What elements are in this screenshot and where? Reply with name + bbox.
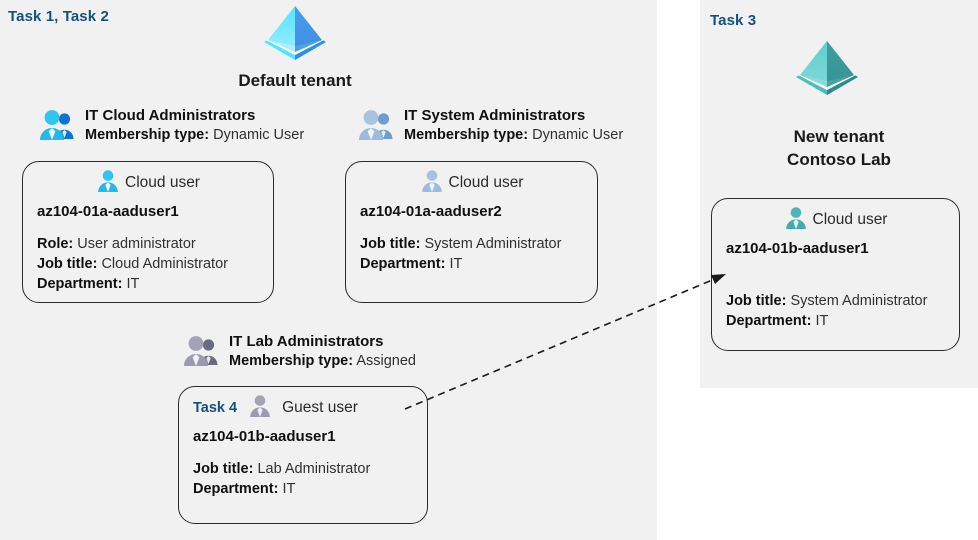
attr-value: IT	[282, 481, 296, 497]
task-label-3: Task 3	[710, 12, 757, 29]
membership-type-label: Membership type:	[85, 127, 210, 144]
group-users-icon-cyan	[38, 109, 78, 146]
cloud-user-icon-cyan	[96, 169, 120, 198]
group-membership-type: Membership type: Assigned	[229, 352, 416, 372]
membership-type-label: Membership type:	[404, 127, 529, 144]
attr-value: IT	[815, 313, 829, 329]
group-title: IT Cloud Administrators	[85, 107, 256, 124]
azure-ad-tenant-icon-teal	[796, 41, 858, 95]
card-user-header: Cloud user	[712, 206, 959, 235]
membership-type-label: Membership type:	[229, 353, 354, 370]
card-user-type: Cloud user	[448, 174, 524, 191]
attr-job-title: Job title: Lab Administrator	[193, 459, 427, 479]
attr-label: Department:	[726, 313, 812, 329]
group-it-cloud-administrators: IT Cloud Administrators Membership type:…	[38, 106, 304, 146]
task-label-4: Task 4	[193, 400, 238, 416]
membership-type-value: Dynamic User	[213, 127, 305, 144]
attr-label: Job title:	[726, 293, 787, 309]
group-membership-type: Membership type: Dynamic User	[404, 126, 623, 146]
default-tenant-name: Default tenant	[238, 71, 352, 90]
card-user-type: Cloud user	[812, 211, 888, 228]
guest-user-icon-grey	[248, 394, 272, 423]
attr-label: Department:	[360, 256, 446, 272]
attr-label: Job title:	[360, 236, 421, 252]
membership-type-value: Assigned	[356, 353, 416, 370]
card-user-type: Cloud user	[125, 174, 200, 191]
card-user-header: Cloud user	[23, 169, 273, 198]
attr-label: Job title:	[37, 256, 98, 272]
card-attributes: Job title: Lab Administrator Department:…	[193, 459, 427, 499]
card-attributes: Job title: System Administrator Departme…	[360, 234, 597, 274]
attr-label: Department:	[193, 481, 279, 497]
attr-role: Role: User administrator	[37, 234, 273, 254]
azure-ad-tenant-icon-blue	[264, 6, 326, 60]
group-it-lab-administrators: IT Lab Administrators Membership type: A…	[182, 332, 416, 372]
group-title: IT Lab Administrators	[229, 333, 384, 350]
cloud-user-icon-blue	[420, 169, 444, 198]
attr-label: Job title:	[193, 461, 254, 477]
attr-value: System Administrator	[424, 236, 562, 252]
attr-label: Role:	[37, 236, 74, 252]
card-attributes: Job title: System Administrator Departme…	[726, 291, 959, 331]
user-card-az104-01a-aaduser2: Cloud user az104-01a-aaduser2 Job title:…	[345, 161, 598, 303]
user-card-az104-01b-aaduser1-guest: Task 4 Guest user az104-01b-aaduser1 Job…	[178, 386, 428, 524]
group-users-icon-grey	[182, 335, 222, 372]
card-user-type: Guest user	[282, 399, 358, 416]
new-tenant-name: New tenant Contoso Lab	[720, 126, 958, 172]
group-it-system-administrators: IT System Administrators Membership type…	[357, 106, 623, 146]
attr-value: System Administrator	[790, 293, 928, 309]
attr-value: IT	[449, 256, 463, 272]
attr-value: User administrator	[77, 236, 196, 252]
attr-department: Department: IT	[726, 311, 959, 331]
new-tenant-name-line2: Contoso Lab	[787, 149, 891, 169]
card-user-name: az104-01a-aaduser2	[360, 203, 502, 220]
attr-department: Department: IT	[193, 479, 427, 499]
user-card-az104-01b-aaduser1-cloud: Cloud user az104-01b-aaduser1 Job title:…	[711, 198, 960, 351]
group-users-icon-blue	[357, 109, 397, 146]
attr-value: IT	[126, 276, 140, 292]
cloud-user-icon-teal	[784, 206, 808, 235]
group-membership-type: Membership type: Dynamic User	[85, 126, 304, 146]
membership-type-value: Dynamic User	[532, 127, 624, 144]
attr-value: Lab Administrator	[257, 461, 371, 477]
card-user-header: Task 4 Guest user	[179, 394, 427, 423]
attr-department: Department: IT	[37, 274, 273, 294]
attr-department: Department: IT	[360, 254, 597, 274]
attr-job-title: Job title: System Administrator	[360, 234, 597, 254]
group-title: IT System Administrators	[404, 107, 586, 124]
new-tenant-name-line1: New tenant	[793, 127, 885, 146]
card-user-name: az104-01a-aaduser1	[37, 203, 179, 220]
card-user-header: Cloud user	[346, 169, 597, 198]
attr-value: Cloud Administrator	[101, 256, 228, 272]
attr-job-title: Job title: System Administrator	[726, 291, 959, 311]
attr-job-title: Job title: Cloud Administrator	[37, 254, 273, 274]
user-card-az104-01a-aaduser1: Cloud user az104-01a-aaduser1 Role: User…	[22, 161, 274, 303]
task-label-1-2: Task 1, Task 2	[8, 8, 109, 25]
card-attributes: Role: User administrator Job title: Clou…	[37, 234, 273, 294]
attr-label: Department:	[37, 276, 123, 292]
card-user-name: az104-01b-aaduser1	[726, 240, 869, 257]
card-user-name: az104-01b-aaduser1	[193, 428, 336, 445]
